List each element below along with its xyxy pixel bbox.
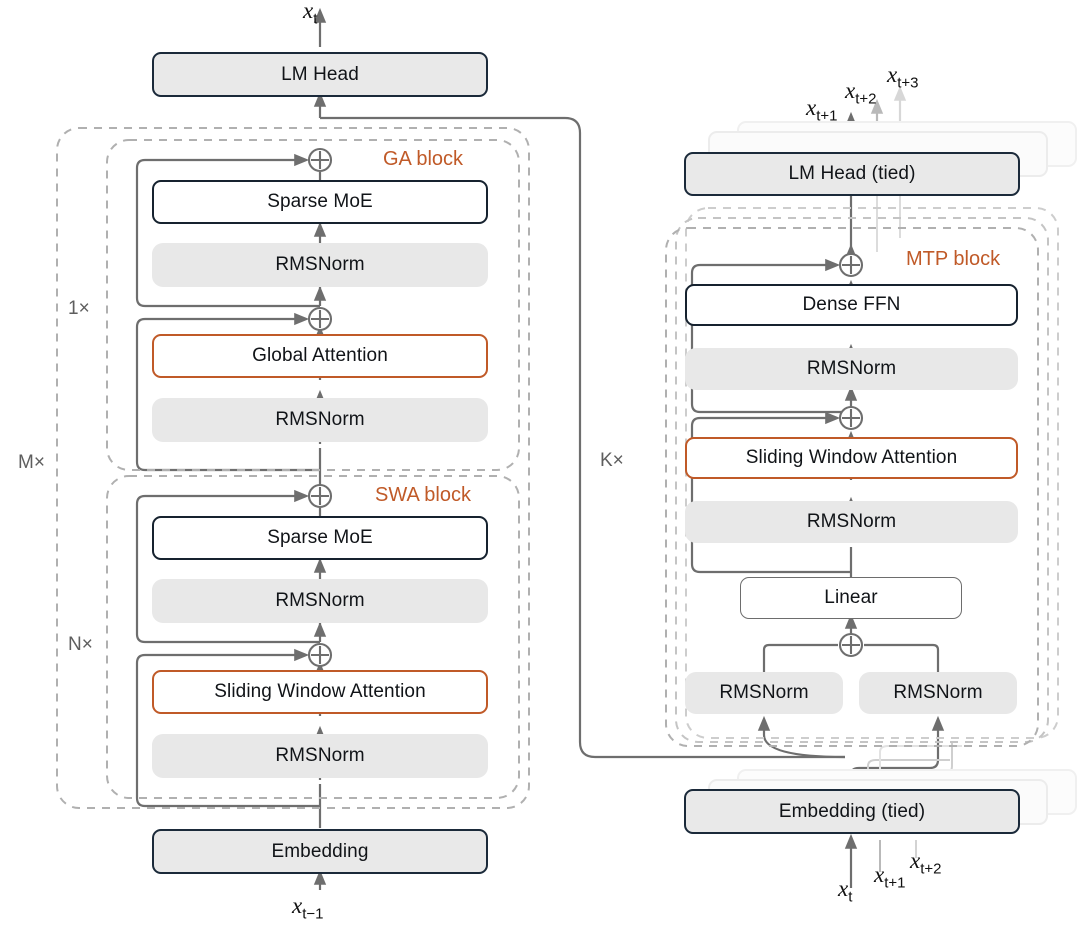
swa-multiplier-label: N× [68,634,93,655]
swa-rmsnorm-bottom-box[interactable]: RMSNorm [152,734,488,778]
outer-multiplier-label: M× [18,452,45,473]
output-token-xt3: xt+3 [887,62,919,92]
input-token-xt: xt [838,876,853,906]
ga-sparse-moe-box[interactable]: Sparse MoE [152,180,488,224]
ga-multiplier-label: 1× [68,298,90,319]
mtp-rmsnorm-left-box[interactable]: RMSNorm [685,672,843,714]
mtp-rmsnorm-attn-box[interactable]: RMSNorm [685,501,1018,543]
mtp-rmsnorm-ffn-box[interactable]: RMSNorm [685,348,1018,390]
ga-block-label: GA block [383,148,464,170]
mtp-multiplier-label: K× [600,450,624,471]
mtp-rmsnorm-right-box[interactable]: RMSNorm [859,672,1017,714]
ga-rmsnorm-bottom-box[interactable]: RMSNorm [152,398,488,442]
swa-sparse-moe-box[interactable]: Sparse MoE [152,516,488,560]
sliding-window-attention-box[interactable]: Sliding Window Attention [152,670,488,714]
embedding-tied-box[interactable]: Embedding (tied) [684,789,1020,834]
lm-head-tied-box[interactable]: LM Head (tied) [684,152,1020,196]
output-token-xt1: xt+1 [806,95,838,125]
dense-ffn-box[interactable]: Dense FFN [685,284,1018,326]
input-token-xt-1: xt−1 [292,893,324,923]
linear-box[interactable]: Linear [740,577,962,619]
embedding-box[interactable]: Embedding [152,829,488,874]
output-token-xt: xt [303,0,318,28]
ga-rmsnorm-top-box[interactable]: RMSNorm [152,243,488,287]
output-token-xt2: xt+2 [845,78,877,108]
input-token-xt2: xt+2 [910,848,942,878]
global-attention-box[interactable]: Global Attention [152,334,488,378]
mtp-sliding-window-attention-box[interactable]: Sliding Window Attention [685,437,1018,479]
lm-head-box[interactable]: LM Head [152,52,488,97]
input-token-xt1: xt+1 [874,862,906,892]
mtp-block-label: MTP block [906,248,1001,270]
swa-block-label: SWA block [375,484,471,506]
swa-rmsnorm-top-box[interactable]: RMSNorm [152,579,488,623]
